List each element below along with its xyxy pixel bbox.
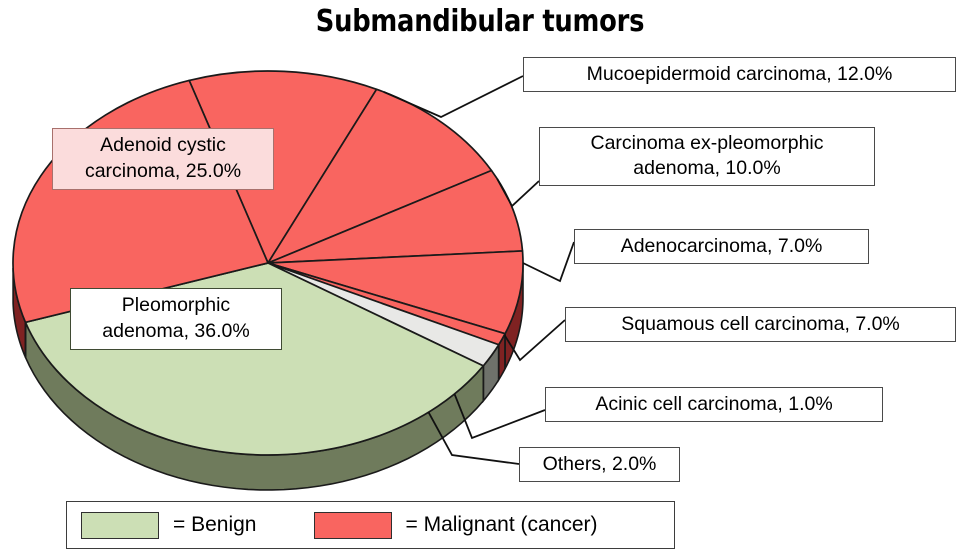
slice-label-adenoid-cystic-carcinoma: Adenoid cystic carcinoma, 25.0% — [52, 128, 274, 190]
legend-swatch-benign — [81, 511, 159, 539]
legend-item-malignant: = Malignant (cancer) — [313, 511, 598, 539]
slice-label-squamous-cell-carcinoma: Squamous cell carcinoma, 7.0% — [565, 307, 956, 342]
slice-label-adenocarcinoma: Adenocarcinoma, 7.0% — [574, 229, 869, 264]
legend-item-benign: = Benign — [81, 511, 257, 539]
leader-line-3 — [522, 241, 575, 283]
leader-line-2 — [496, 178, 540, 208]
slice-label-others: Others, 2.0% — [519, 447, 680, 482]
leader-line-5 — [453, 393, 546, 440]
legend-swatch-malignant — [313, 511, 392, 539]
legend: = Benign = Malignant (cancer) — [66, 501, 675, 549]
pie-slice-adenocarcinoma[interactable] — [267, 169, 524, 264]
leader-line-6 — [427, 411, 520, 465]
slice-label-pleomorphic-adenoma: Pleomorphic adenoma, 36.0% — [70, 288, 282, 350]
pie-slice-squamous-cell-carcinoma[interactable] — [267, 250, 524, 335]
leader-lines — [383, 75, 575, 465]
slice-label-carcinoma-ex-pleomorphic-adenoma: Carcinoma ex-pleomorphic adenoma, 10.0% — [539, 127, 875, 186]
page-title: Submandibular tumors — [315, 4, 645, 39]
legend-label-malignant: = Malignant (cancer) — [405, 513, 598, 536]
pie-slice-mucoepidermoid-carcinoma[interactable] — [188, 70, 378, 264]
leader-line-4 — [503, 319, 566, 362]
legend-label-benign: = Benign — [173, 513, 257, 536]
slice-label-mucoepidermoid-carcinoma: Mucoepidermoid carcinoma, 12.0% — [523, 57, 956, 92]
slice-label-acinic-cell-carcinoma: Acinic cell carcinoma, 1.0% — [545, 387, 883, 422]
leader-line-1 — [383, 75, 524, 118]
